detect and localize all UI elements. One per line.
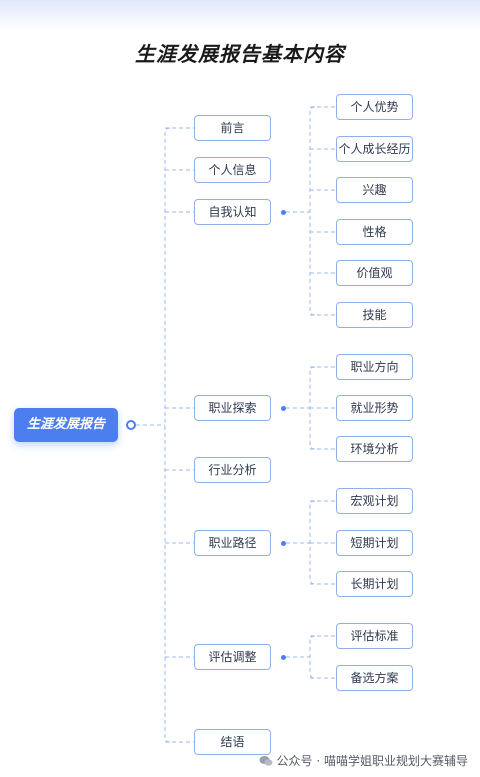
page-title: 生涯发展报告基本内容: [135, 42, 345, 66]
node-growth-experience: 个人成长经历: [336, 136, 413, 162]
node-environment-analysis: 环境分析: [336, 436, 413, 462]
root-collapse-knob[interactable]: [126, 420, 136, 430]
wechat-icon: [259, 756, 273, 766]
branch-dot-self-awareness: [281, 210, 286, 215]
node-career-direction: 职业方向: [336, 354, 413, 380]
branch-dot-evaluation: [281, 655, 286, 660]
node-short-term-plan: 短期计划: [336, 530, 413, 556]
node-alternative-plan: 备选方案: [336, 665, 413, 691]
node-preface: 前言: [194, 115, 271, 141]
root-node: 生涯发展报告: [14, 408, 118, 442]
footer-text: 公众号 · 喵喵学姐职业规划大赛辅导: [276, 754, 468, 768]
node-employment-situation: 就业形势: [336, 395, 413, 421]
footer-watermark: 公众号 · 喵喵学姐职业规划大赛辅导: [259, 751, 468, 771]
node-conclusion: 结语: [194, 729, 271, 755]
node-values: 价值观: [336, 260, 413, 286]
node-industry-analysis: 行业分析: [194, 457, 271, 483]
trunk-evaluation: [309, 635, 316, 679]
top-banner: [0, 0, 480, 30]
trunk-self-awareness: [309, 106, 316, 316]
branch-dot-career-path: [281, 541, 286, 546]
node-interests: 兴趣: [336, 177, 413, 203]
node-personal-info: 个人信息: [194, 157, 271, 183]
node-skills: 技能: [336, 302, 413, 328]
node-personal-strengths: 个人优势: [336, 94, 413, 120]
node-macro-plan: 宏观计划: [336, 488, 413, 514]
node-self-awareness: 自我认知: [194, 199, 271, 225]
main-trunk: [164, 127, 171, 743]
node-evaluation-criteria: 评估标准: [336, 623, 413, 649]
branch-dot-career-exploration: [281, 406, 286, 411]
node-personality: 性格: [336, 219, 413, 245]
node-evaluation: 评估调整: [194, 644, 271, 670]
node-long-term-plan: 长期计划: [336, 571, 413, 597]
node-career-exploration: 职业探索: [194, 395, 271, 421]
node-career-path: 职业路径: [194, 530, 271, 556]
